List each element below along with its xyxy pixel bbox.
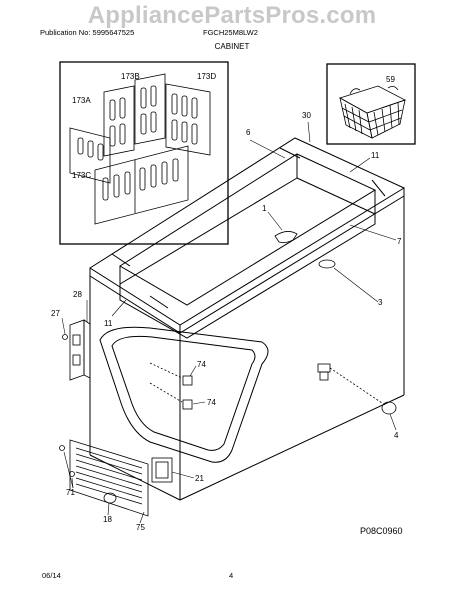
watermark: AppliancePartsPros.com	[87, 2, 377, 29]
callout-173b: 173B	[121, 72, 140, 81]
thermostat-knob-1	[274, 231, 298, 244]
basket-59	[338, 85, 407, 139]
grille-75	[69, 439, 149, 517]
hinge-28	[69, 319, 91, 381]
footer-date: 06/14	[42, 571, 61, 580]
foot-18	[103, 492, 117, 504]
callout-173d: 173D	[197, 72, 216, 81]
drain-fitting	[317, 363, 386, 406]
page-number: 4	[229, 571, 234, 580]
callout-27: 27	[51, 309, 60, 318]
callout-11-lower: 11	[104, 319, 113, 328]
callout-74-upper: 74	[197, 360, 206, 369]
cabinet-body	[89, 154, 405, 501]
callout-4: 4	[394, 431, 399, 440]
callout-75: 75	[136, 523, 145, 532]
callout-21: 21	[195, 474, 204, 483]
divider-173c	[94, 145, 189, 225]
drain-cap-3	[318, 259, 336, 269]
divider-173d	[134, 73, 211, 156]
model-number: FGCH25M8LW2	[203, 28, 258, 37]
callout-173a: 173A	[72, 96, 91, 105]
bumper-74-lower	[182, 399, 193, 410]
diagram-code: P08C0960	[360, 526, 403, 536]
callout-71: 71	[66, 488, 75, 497]
drain-plug-4	[381, 401, 397, 415]
screw-71a	[59, 445, 65, 451]
bumper-74-upper	[182, 375, 193, 386]
callout-28: 28	[73, 290, 82, 299]
callout-18: 18	[103, 515, 112, 524]
callout-1: 1	[262, 204, 267, 213]
divider-173a	[69, 127, 111, 184]
section-title: CABINET	[214, 42, 250, 51]
basket-inset-frame	[326, 63, 416, 145]
callout-7: 7	[397, 237, 402, 246]
publication-number: Publication No: 5995647525	[40, 28, 135, 37]
callout-173c: 173C	[72, 171, 91, 180]
dividers-inset-frame	[59, 61, 229, 245]
callout-74-lower: 74	[207, 398, 216, 407]
callout-6: 6	[246, 128, 251, 137]
screw-27	[62, 334, 68, 340]
callout-11-upper: 11	[371, 151, 380, 160]
callout-30: 30	[302, 111, 311, 120]
control-box-21	[151, 457, 173, 483]
callout-3: 3	[378, 298, 383, 307]
divider-173b	[103, 85, 135, 157]
callout-59: 59	[386, 75, 395, 84]
